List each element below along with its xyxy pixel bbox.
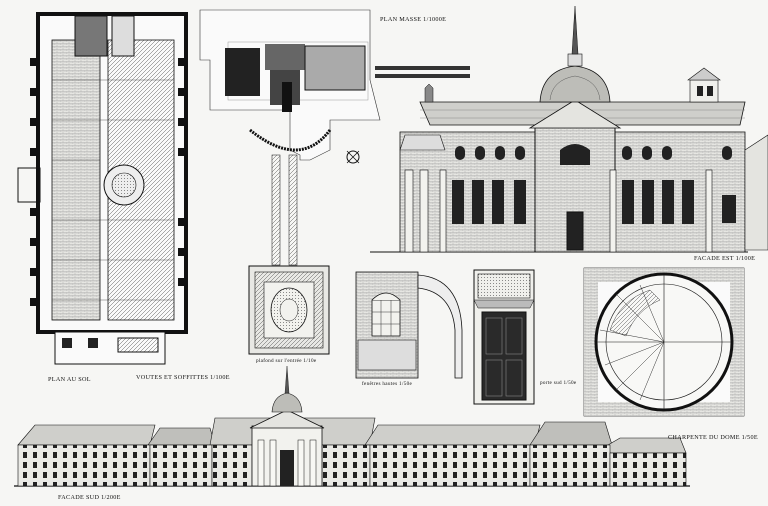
- dome-framework-detail: [583, 267, 745, 417]
- label-voutes-soffittes: VOUTES ET SOFFITTES 1/100e: [136, 374, 230, 381]
- label-porte-sud: porte sud 1/50e: [540, 380, 577, 386]
- label-plan-masse: PLAN MASSE 1/1000e: [380, 16, 447, 23]
- label-charpente-dome: CHARPENTE DU DOME 1/50e: [668, 434, 758, 441]
- label-plan-au-sol: PLAN AU SOL: [48, 376, 91, 383]
- ground-plan: [17, 12, 188, 365]
- label-facade-sud: FACADE SUD 1/200e: [58, 494, 121, 501]
- south-door-detail: [473, 269, 535, 405]
- south-facade: [14, 365, 690, 487]
- site-plan: [199, 9, 470, 266]
- ceiling-detail: [248, 265, 330, 355]
- east-facade: [370, 5, 768, 253]
- label-plafond: plafond sur l'entrée 1/10e: [256, 358, 317, 364]
- label-fenetres-hautes: fenêtres hautes 1/50e: [362, 381, 413, 387]
- label-facade-est: FACADE EST 1/100e: [694, 255, 756, 262]
- high-windows-detail: [355, 271, 463, 379]
